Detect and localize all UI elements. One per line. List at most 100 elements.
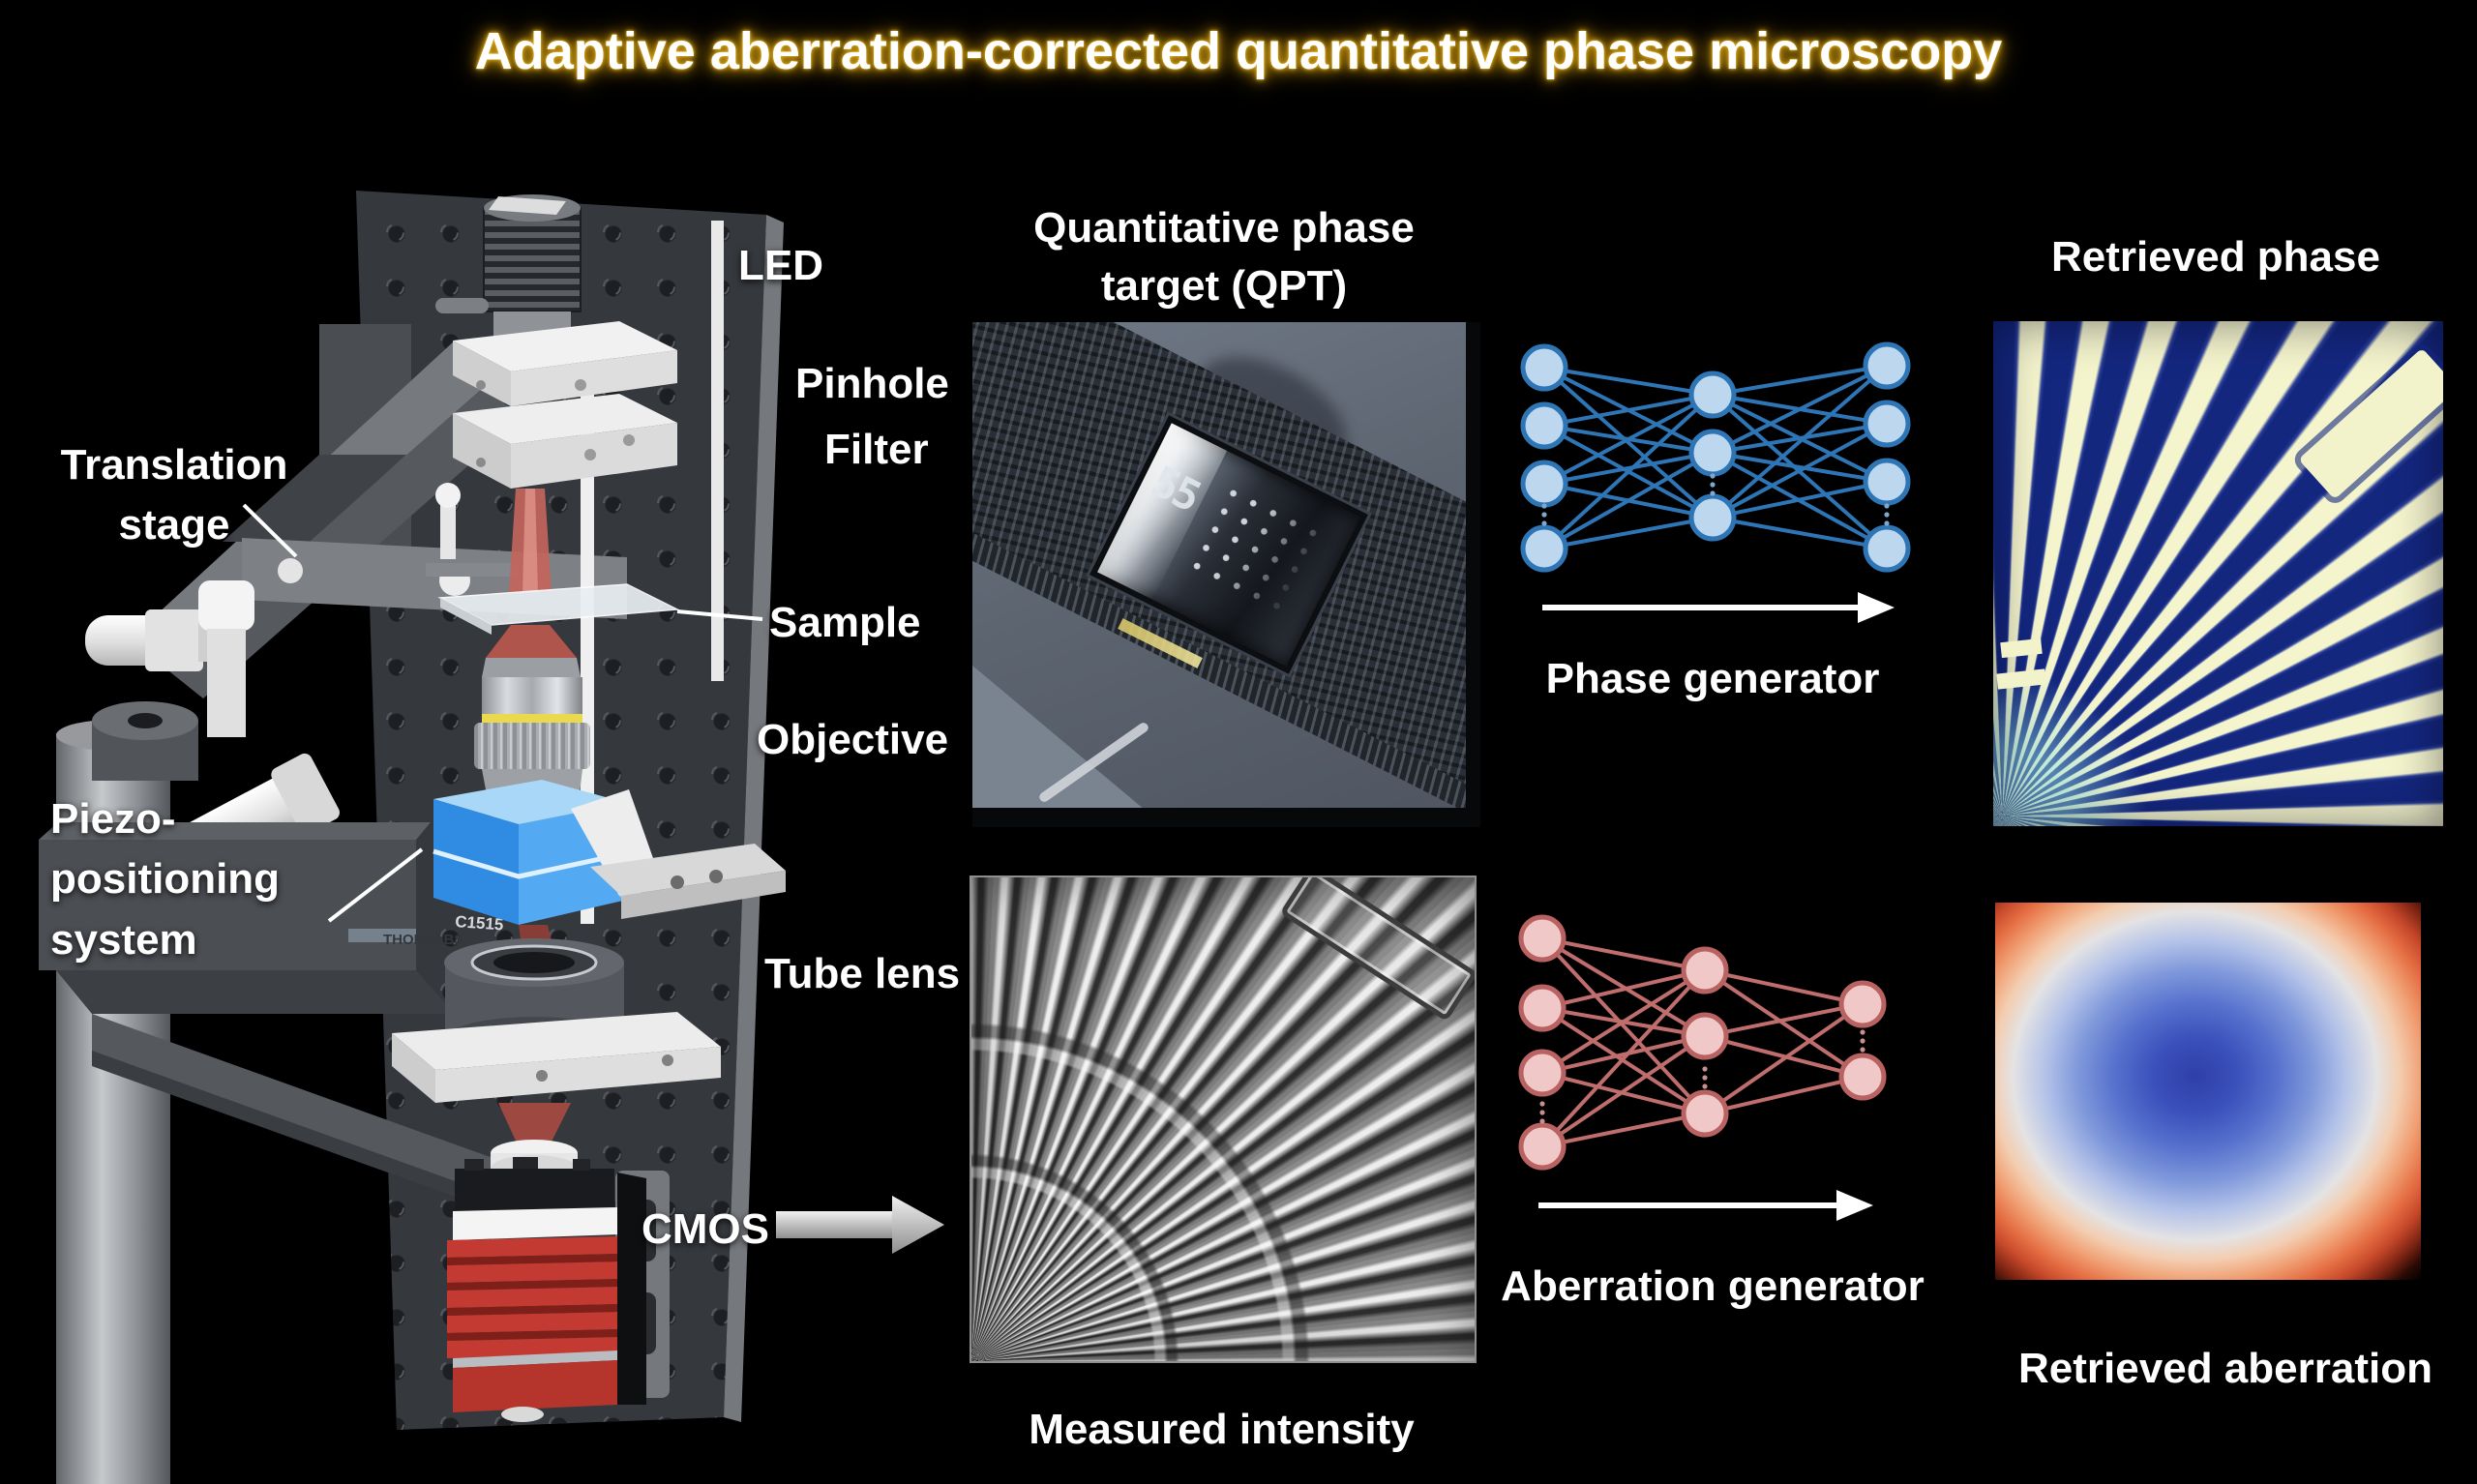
nn-node [1681, 946, 1729, 994]
translation-stage-pointer-line [242, 503, 298, 558]
light-beam [509, 489, 552, 593]
nn-edge [1542, 366, 1715, 519]
nn-ellipsis-dot [1539, 1110, 1545, 1115]
piezo-stage-block [433, 780, 654, 925]
nn-node [1518, 1122, 1567, 1171]
sample-pointer-line [676, 609, 763, 621]
label-translation-stage: Translation stage [60, 441, 288, 549]
nn-edge [1542, 393, 1715, 550]
nn-ellipsis-dot [1860, 1038, 1865, 1044]
retrieved-aberration-image [1995, 903, 2421, 1280]
nn-edge [1703, 1002, 1865, 1115]
nn-ellipsis-dot [1710, 482, 1716, 488]
retrieved-phase-small-bar [2000, 638, 2043, 659]
measured-intensity-marker-bar [1279, 877, 1475, 1023]
nn-ellipsis-dot [1702, 1066, 1708, 1072]
nn-ellipsis-dot [1539, 1101, 1545, 1107]
nn-ellipsis-dot [1884, 520, 1890, 526]
nn-ellipsis-dot [1702, 1083, 1708, 1089]
nn-node [1863, 524, 1911, 573]
nn-node [1863, 400, 1911, 448]
nn-node [1688, 493, 1737, 542]
nn-edge [1704, 968, 1864, 1006]
nn-ellipsis-dot [1884, 512, 1890, 518]
nn-edge [1712, 364, 1888, 455]
nn-edge [1703, 968, 1865, 1079]
light-beam [486, 625, 577, 658]
nn-node [1518, 914, 1567, 963]
nn-node [1688, 371, 1737, 419]
aberration-generator-network [1518, 914, 1887, 1171]
nn-edge [1543, 366, 1714, 397]
tube-lens [392, 938, 721, 1103]
filter-mount [453, 394, 677, 489]
label-tube-lens: Tube lens [764, 950, 961, 997]
measured-intensity-image [970, 876, 1477, 1363]
light-beam [498, 1103, 571, 1151]
piezo-pointer-line [327, 847, 424, 923]
page-title: Adaptive aberration-corrected quantitati… [474, 22, 2003, 80]
label-piezo: Piezo- positioning system [50, 795, 281, 964]
nn-edge [1540, 1034, 1707, 1148]
aberration-generator-label: Aberration generator [1501, 1262, 1925, 1310]
nn-node [1520, 460, 1568, 508]
nn-ellipsis-dot [1702, 1075, 1708, 1081]
stage-model-marking: C1515 [455, 912, 504, 934]
nn-edge [1541, 936, 1706, 972]
nn-edge [1712, 480, 1888, 519]
label-sample: Sample [769, 599, 921, 646]
nn-edge [1541, 1112, 1706, 1148]
pinhole-mount [453, 321, 677, 406]
retrieved-phase-small-bar [1996, 668, 2046, 690]
retrieved-phase-marker-bar [2298, 347, 2443, 500]
aberration-generator-arrow-icon [1538, 1190, 1873, 1221]
nn-ellipsis-dot [1860, 1029, 1865, 1035]
nn-node [1863, 341, 1911, 390]
nn-ellipsis-dot [1860, 1047, 1865, 1053]
qpt-dot-matrix [1179, 479, 1330, 628]
nn-edge [1540, 968, 1707, 1075]
cmos-output-arrow-icon [776, 1196, 944, 1254]
nn-ellipsis-dot [1539, 1118, 1545, 1124]
nn-edge [1540, 968, 1707, 1148]
label-objective: Objective [757, 716, 949, 763]
nn-edge [1712, 451, 1888, 484]
phase-generator-network [1520, 341, 1911, 573]
nn-edge [1543, 451, 1714, 550]
nn-edge [1543, 516, 1714, 550]
qpt-edge [972, 808, 1480, 827]
nn-edge [1543, 451, 1714, 486]
nn-edge [1711, 364, 1889, 519]
nn-node [1520, 524, 1568, 573]
phase-generator-label: Phase generator [1545, 655, 1880, 702]
nn-edge [1704, 1034, 1864, 1079]
label-pinhole: Pinhole [795, 360, 949, 407]
nn-ellipsis-dot [1710, 473, 1716, 479]
nn-node [1520, 343, 1568, 392]
nn-edge [1704, 1075, 1864, 1115]
nn-edge [1541, 1034, 1706, 1075]
measured-intensity-caption: Measured intensity [1029, 1406, 1415, 1453]
nn-ellipsis-dot [1541, 503, 1547, 509]
sample-slide [437, 583, 680, 635]
mounting-post [711, 221, 724, 681]
nn-edge [1704, 1002, 1864, 1038]
thorlabs-marking: THORLABS [383, 932, 463, 948]
nn-node [1838, 980, 1887, 1028]
qpt-edge [1466, 322, 1480, 827]
phase-generator-arrow-icon [1542, 592, 1895, 623]
nn-node [1520, 401, 1568, 450]
nn-ellipsis-dot [1541, 520, 1547, 526]
nn-edge [1540, 936, 1707, 1115]
label-led: LED [738, 242, 823, 289]
nn-ellipsis-dot [1710, 490, 1716, 496]
nn-edge [1712, 422, 1888, 519]
qpt-title: Quantitative phase target (QPT) [1033, 204, 1415, 310]
label-filter: Filter [824, 426, 929, 473]
nn-edge [1712, 422, 1888, 455]
nn-node [1681, 1089, 1729, 1138]
nn-node [1863, 458, 1911, 506]
nn-edge [1543, 393, 1714, 486]
optical-setup-illustration: THORLABS C1515 [39, 191, 786, 1484]
